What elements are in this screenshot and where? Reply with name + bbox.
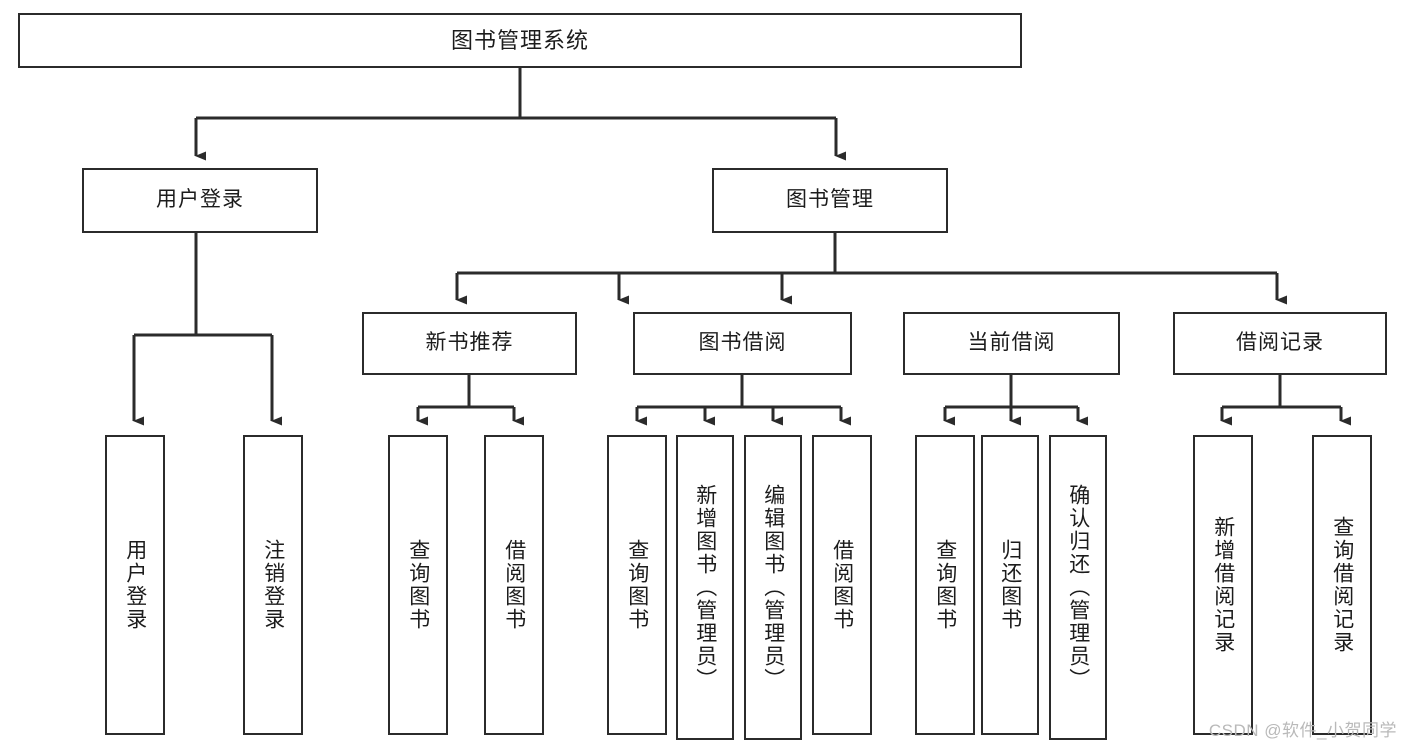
node-label: 查询图书: [406, 539, 430, 631]
node-leaf-logout[interactable]: 注销登录: [243, 435, 303, 735]
node-label: 当前借阅: [967, 331, 1056, 355]
node-label: 归还图书: [998, 539, 1022, 631]
node-label: 新增借阅记录: [1211, 516, 1235, 654]
node-leaf-add-borrow-record[interactable]: 新增借阅记录: [1193, 435, 1253, 735]
node-borrow-records[interactable]: 借阅记录: [1173, 312, 1387, 375]
node-label: 编辑图书（管理员）: [761, 484, 785, 691]
node-leaf-query-book-recommend[interactable]: 查询图书: [388, 435, 448, 735]
node-label: 用户登录: [123, 539, 147, 631]
node-label: 新书推荐: [425, 331, 514, 355]
node-label: 借阅图书: [502, 539, 526, 631]
node-label: 确认归还（管理员）: [1066, 484, 1090, 691]
node-leaf-edit-book-admin[interactable]: 编辑图书（管理员）: [744, 435, 802, 740]
node-label: 图书借阅: [698, 331, 787, 355]
node-leaf-return-book[interactable]: 归还图书: [981, 435, 1039, 735]
node-root[interactable]: 图书管理系统: [18, 13, 1022, 68]
node-leaf-add-book-admin[interactable]: 新增图书（管理员）: [676, 435, 734, 740]
node-label: 借阅记录: [1236, 331, 1324, 355]
node-label: 新增图书（管理员）: [693, 484, 717, 691]
node-leaf-confirm-return-admin[interactable]: 确认归还（管理员）: [1049, 435, 1107, 740]
node-new-book-recommend[interactable]: 新书推荐: [362, 312, 577, 375]
node-leaf-user-login[interactable]: 用户登录: [105, 435, 165, 735]
node-leaf-borrow-book[interactable]: 借阅图书: [812, 435, 872, 735]
node-label: 图书管理系统: [450, 27, 589, 53]
node-leaf-query-book-current[interactable]: 查询图书: [915, 435, 975, 735]
watermark: CSDN @软件_小贺同学: [1208, 721, 1397, 740]
node-label: 图书管理: [786, 188, 874, 212]
node-leaf-query-book-borrow[interactable]: 查询图书: [607, 435, 667, 735]
node-user-login[interactable]: 用户登录: [82, 168, 318, 233]
node-label: 用户登录: [156, 188, 244, 212]
node-leaf-query-borrow-record[interactable]: 查询借阅记录: [1312, 435, 1372, 735]
node-book-management[interactable]: 图书管理: [712, 168, 948, 233]
node-label: 查询图书: [625, 539, 649, 631]
node-label: 借阅图书: [830, 539, 854, 631]
node-current-borrow[interactable]: 当前借阅: [903, 312, 1120, 375]
node-book-borrow[interactable]: 图书借阅: [633, 312, 852, 375]
node-label: 注销登录: [261, 539, 285, 631]
node-leaf-borrow-book-recommend[interactable]: 借阅图书: [484, 435, 544, 735]
node-label: 查询图书: [933, 539, 957, 631]
node-label: 查询借阅记录: [1330, 516, 1354, 654]
